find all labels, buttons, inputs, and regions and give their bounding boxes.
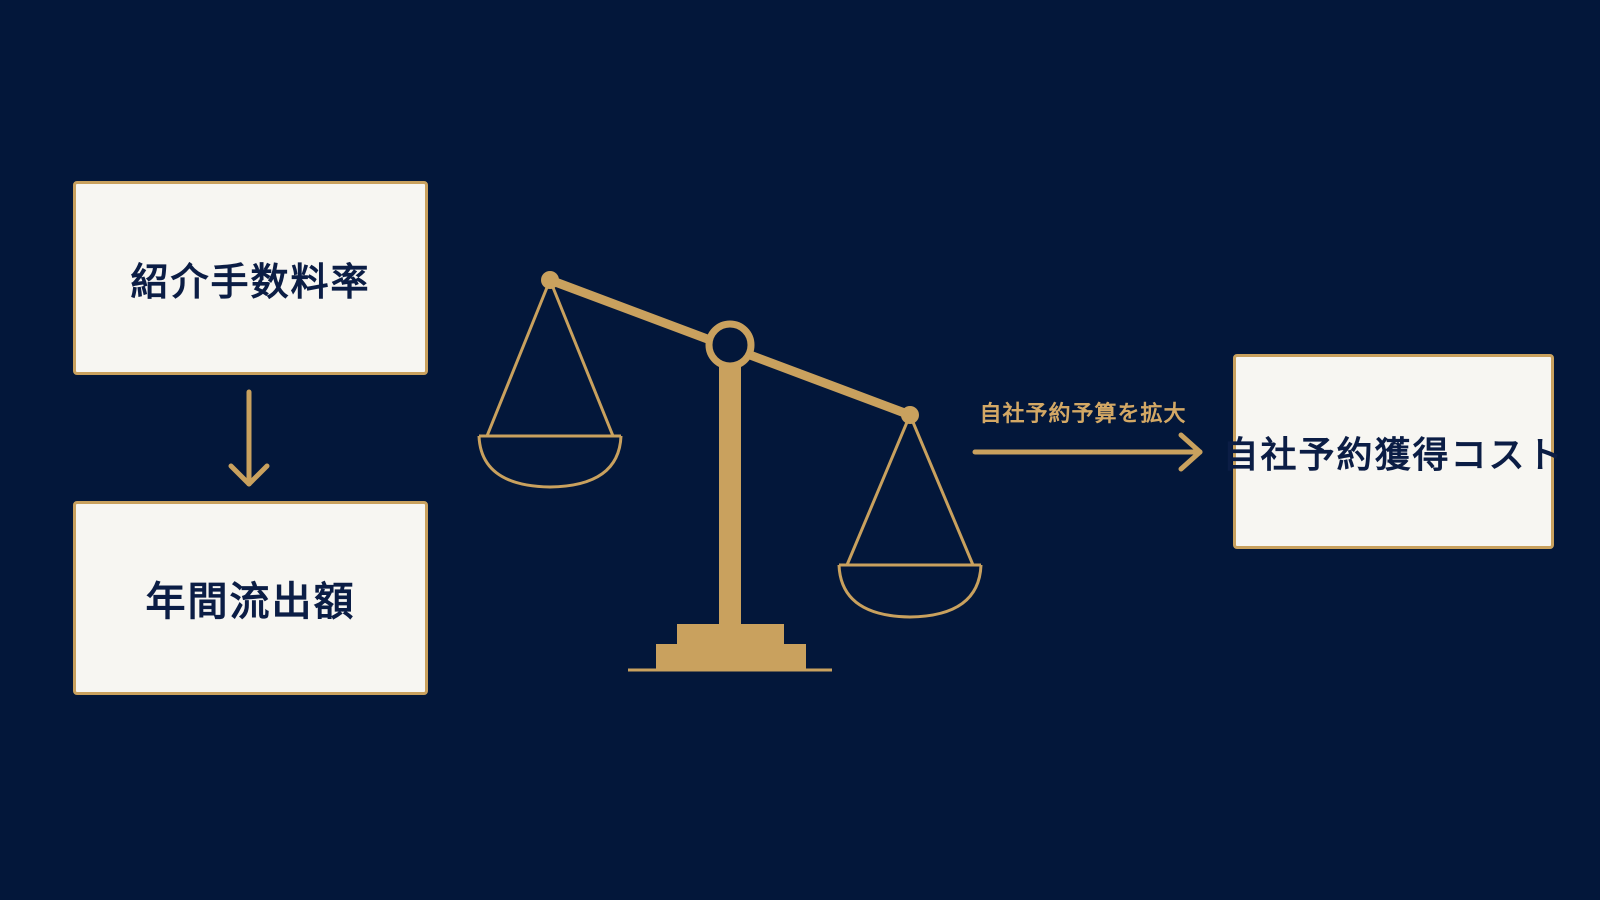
budget-expansion-label: 自社予約予算を拡大 [979,402,1187,427]
direct-booking-cost-label: 自社予約獲得コスト [1222,434,1565,476]
direct-booking-cost-box: 自社予約獲得コスト [1223,354,1563,549]
commission-rate-label: 紹介手数料率 [130,259,371,304]
right-arrow-icon [972,432,1203,472]
commission-rate-box: 紹介手数料率 [73,181,428,375]
annual-outflow-box: 年間流出額 [73,501,428,695]
down-arrow-icon [228,389,270,487]
balance-scale-icon [477,271,983,672]
annual-outflow-label: 年間流出額 [145,579,356,625]
